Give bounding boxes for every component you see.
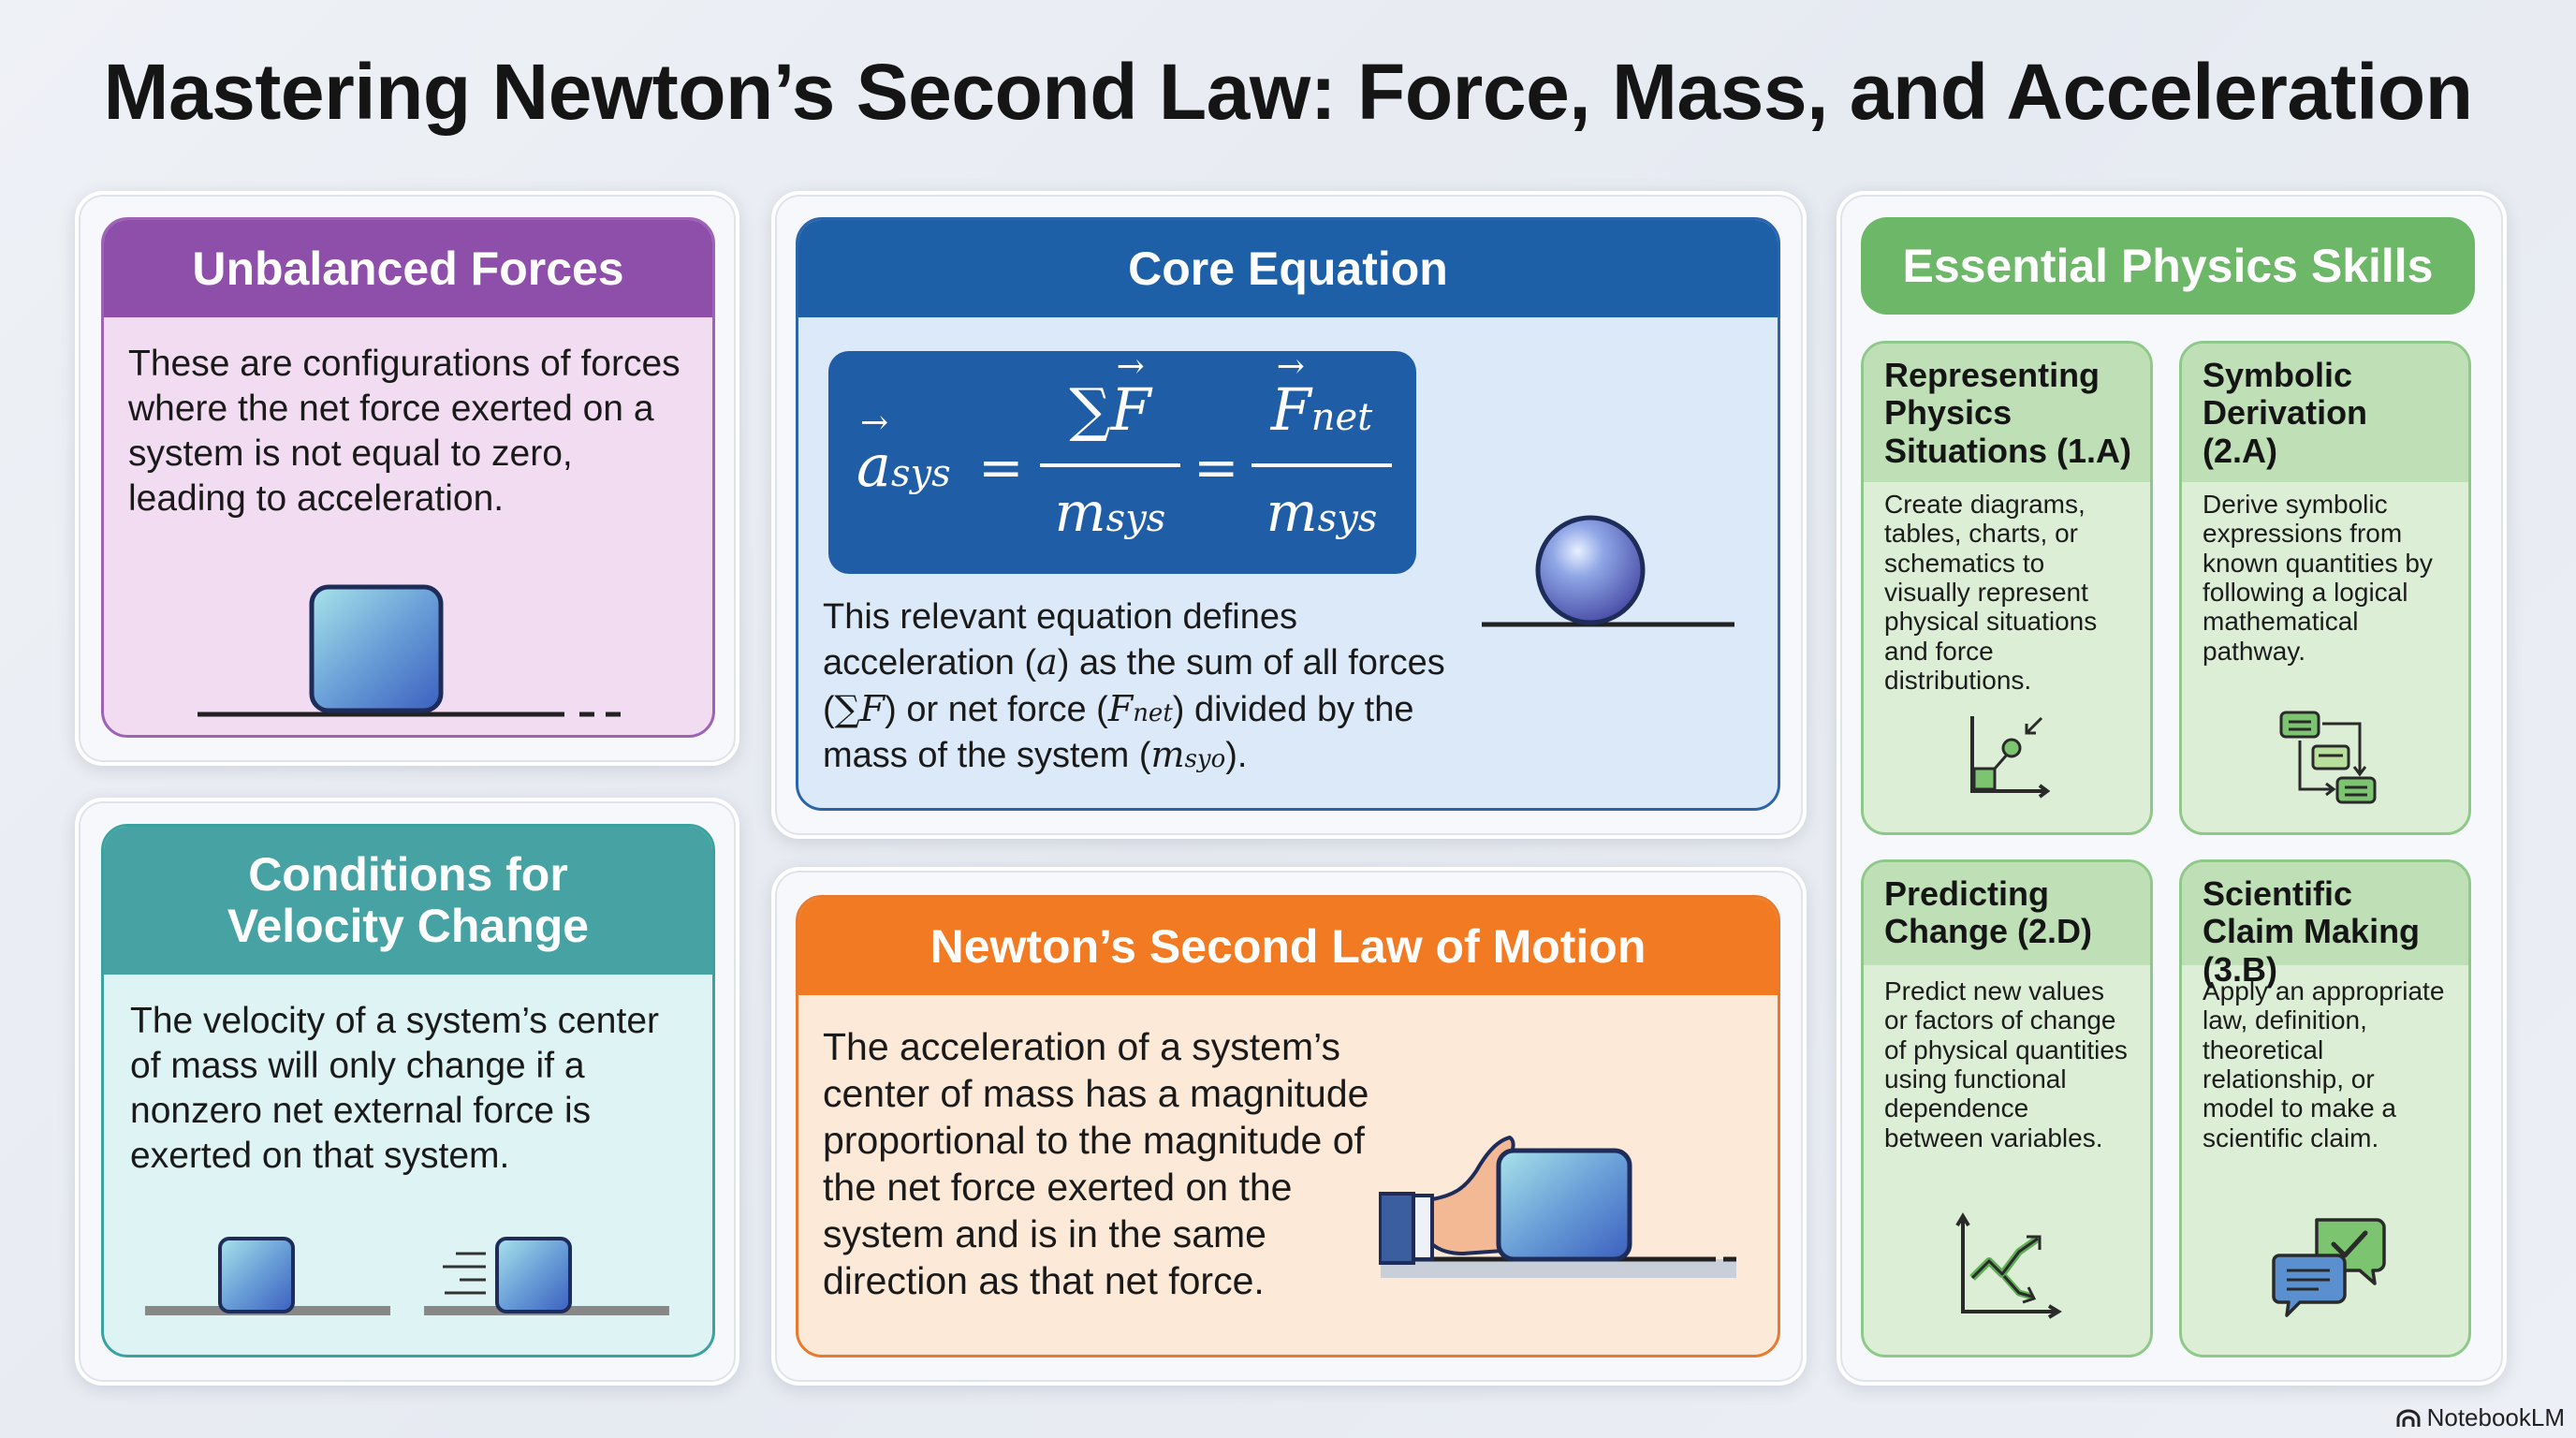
equation-box: → a sys = ∑→F msys = →Fnet msys <box>828 347 1416 574</box>
eq-F-sub: net <box>1310 396 1373 439</box>
core-desc-line4: mass of the system (msyo). <box>823 732 1478 778</box>
core-desc-m: m <box>1150 733 1185 775</box>
eq-F: F <box>1110 375 1151 444</box>
moving-block-illustration <box>145 1237 669 1315</box>
skill-description: Derive symbolic expressions from known q… <box>2203 490 2433 666</box>
core-desc-line3: (∑F) or net force (Fnet) divided by the <box>823 686 1478 732</box>
skill-title: Symbolic Derivation (2.A) <box>2182 344 2468 482</box>
conditions-velocity-card: Conditions for Velocity Change The veloc… <box>101 824 715 1357</box>
skill-description: Predict new values or factors of change … <box>1884 976 2128 1152</box>
core-desc-l3c: ) divided by the <box>1172 689 1414 729</box>
flow-derivation-icon <box>2279 711 2377 804</box>
eq-numerator-sum: ∑→F <box>1040 347 1180 444</box>
core-desc-l2a: acceleration ( <box>823 643 1037 683</box>
conditions-velocity-text: The velocity of a system’s center of mas… <box>130 1001 660 1176</box>
skill-title: Representing Physics Situations (1.A) <box>1864 344 2150 482</box>
eq-fraction-bar-2 <box>1251 463 1392 467</box>
unbalanced-forces-heading: Unbalanced Forces <box>104 220 712 317</box>
core-equation-card: Core Equation → a sys = ∑→F msys = →Fnet… <box>796 217 1780 811</box>
eq-sum: ∑ <box>1069 375 1111 444</box>
skill-card-predicting: Predicting Change (2.D) Predict new valu… <box>1861 859 2153 1357</box>
eq-fraction-bar-1 <box>1040 463 1180 467</box>
eq-m2-sub: sys <box>1317 497 1378 540</box>
notebooklm-brand: NotebookLM <box>2395 1403 2565 1432</box>
core-desc-l2b: ) as the sum of all forces <box>1057 643 1445 683</box>
hand-pushing-block-illustration <box>1379 1136 1736 1278</box>
core-desc-l3a: ( <box>823 689 835 729</box>
core-equation-description: This relevant equation defines accelerat… <box>823 594 1478 778</box>
eq-m1: m <box>1054 480 1106 544</box>
skill-description: Create diagrams, tables, charts, or sche… <box>1884 490 2098 696</box>
brand-label: NotebookLM <box>2426 1403 2565 1431</box>
conditions-heading-line1: Conditions for <box>248 848 568 901</box>
ball-on-surface-illustration <box>1482 515 1734 627</box>
core-desc-F: F <box>859 687 886 729</box>
page-title: Mastering Newton’s Second Law: Force, Ma… <box>103 48 2473 136</box>
conditions-velocity-heading: Conditions for Velocity Change <box>104 827 712 975</box>
eq-m1-sub: sys <box>1105 497 1166 540</box>
unbalanced-forces-text: These are configurations of forces where… <box>128 344 681 519</box>
eq-denominator-2: msys <box>1251 480 1392 544</box>
newtons-second-law-card: Newton’s Second Law of Motion The accele… <box>796 895 1780 1357</box>
essential-skills-heading: Essential Physics Skills <box>1861 217 2475 315</box>
skill-title: Scientific Claim Making (3.B) <box>2182 862 2468 988</box>
eq-F2: F <box>1270 375 1311 444</box>
newtons-second-law-text: The acceleration of a system’s center of… <box>823 1025 1369 1303</box>
eq-a-sub: sys <box>890 452 951 495</box>
skill-card-representing: Representing Physics Situations (1.A) Cr… <box>1861 341 2153 835</box>
notebooklm-logo-icon <box>2396 1409 2421 1427</box>
core-desc-net-sub: net <box>1133 698 1173 727</box>
eq-acceleration: → a sys <box>856 404 951 500</box>
core-desc-sum: ∑ <box>834 687 860 729</box>
eq-m2: m <box>1266 480 1318 544</box>
core-desc-sys-sub: syo <box>1184 744 1226 773</box>
eq-numerator-net: →Fnet <box>1251 347 1392 444</box>
eq-a: a <box>856 432 891 500</box>
eq-arrow-f2: → <box>1276 347 1305 386</box>
eq-equals-1: = <box>978 435 1024 499</box>
core-desc-F2: F <box>1107 687 1134 729</box>
skill-card-claim-making: Scientific Claim Making (3.B) Apply an a… <box>2179 859 2471 1357</box>
conditions-heading-line2: Velocity Change <box>227 900 590 952</box>
skill-description: Apply an appropriate law, definition, th… <box>2203 976 2445 1152</box>
block-on-surface-illustration <box>198 584 621 717</box>
speech-bubbles-check-icon <box>2272 1218 2386 1317</box>
eq-equals-2: = <box>1193 435 1239 499</box>
core-desc-line1: This relevant equation defines <box>823 597 1297 637</box>
eq-arrow-f1: → <box>1116 347 1145 386</box>
eq-arrow: → <box>860 404 889 442</box>
chart-diagram-icon <box>1970 716 2051 799</box>
core-desc-line2: acceleration (a) as the sum of all force… <box>823 639 1478 685</box>
unbalanced-forces-card: Unbalanced Forces These are configuratio… <box>101 217 715 738</box>
eq-denominator-1: msys <box>1040 480 1180 544</box>
core-desc-l3b: ) or net force ( <box>885 689 1108 729</box>
trend-graph-icon <box>1955 1212 2062 1319</box>
core-equation-heading: Core Equation <box>798 220 1778 317</box>
core-desc-l4a: mass of the system ( <box>823 735 1151 775</box>
core-desc-a-symbol: a <box>1036 641 1058 683</box>
core-desc-l4b: ). <box>1225 735 1248 775</box>
newtons-second-law-heading: Newton’s Second Law of Motion <box>798 898 1778 995</box>
skill-card-symbolic: Symbolic Derivation (2.A) Derive symboli… <box>2179 341 2471 835</box>
skill-title: Predicting Change (2.D) <box>1864 862 2150 965</box>
